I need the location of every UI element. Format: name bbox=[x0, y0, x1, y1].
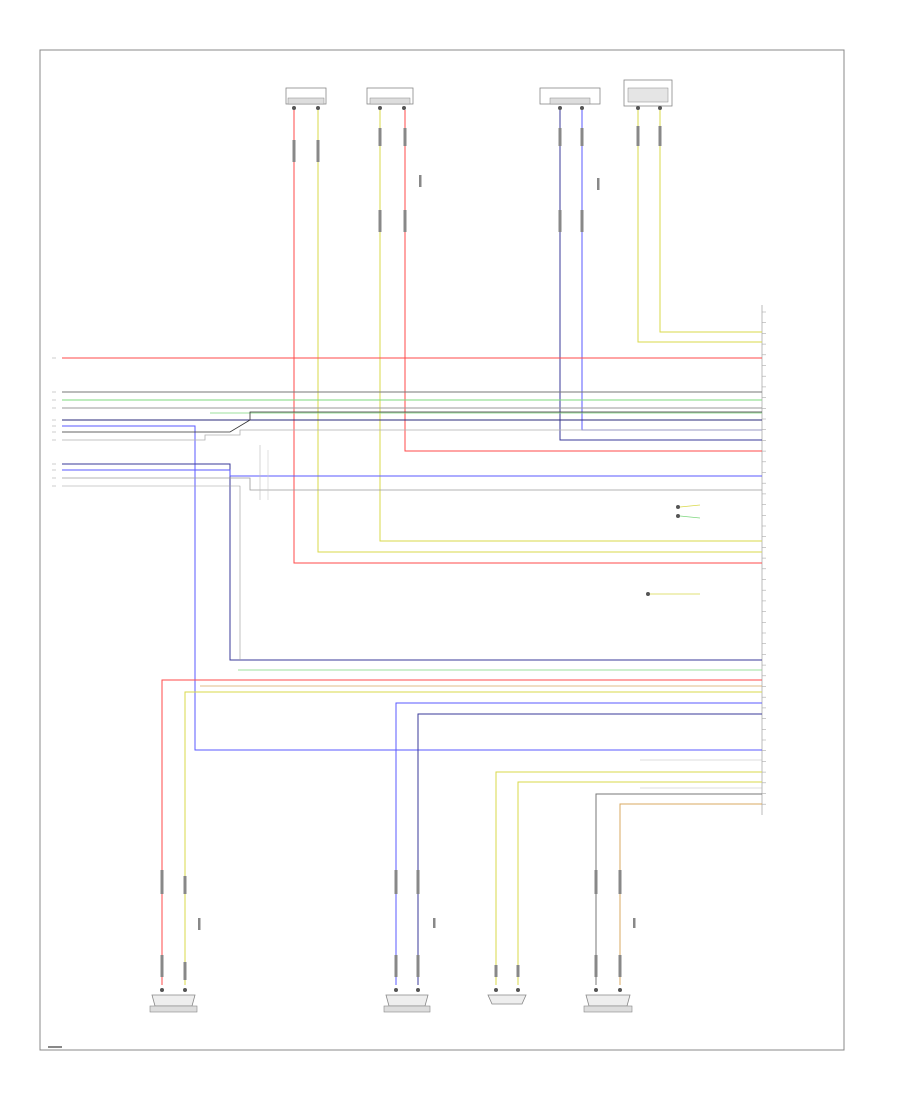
wire-spk4-yellow-a bbox=[637, 110, 762, 343]
mid-connector-2 bbox=[646, 592, 700, 596]
wire-spk3-blue-dark bbox=[559, 110, 762, 441]
wire-spk2-yellow bbox=[379, 110, 762, 542]
top-wire-tags bbox=[292, 126, 662, 232]
page-number-mark bbox=[48, 1046, 62, 1048]
mid-connector-1 bbox=[676, 504, 701, 519]
top-speaker-1 bbox=[285, 87, 327, 110]
amplifier-pin-ticks bbox=[762, 311, 766, 805]
diagram-frame bbox=[39, 49, 845, 1051]
wire-lower-blue-2 bbox=[417, 713, 762, 985]
wire-harness-blue-3 bbox=[62, 469, 762, 477]
wire-lower-blue-1 bbox=[395, 702, 762, 985]
bottom-speaker-4 bbox=[583, 988, 633, 1013]
wire-harness-gray-3 bbox=[62, 429, 762, 441]
top-speaker-3 bbox=[539, 87, 601, 110]
wire-spk1-red bbox=[293, 110, 762, 564]
wire-harness-gray-5 bbox=[62, 485, 241, 660]
wire-spk1-yellow bbox=[317, 110, 762, 553]
bottom-wire-tags bbox=[160, 870, 636, 980]
wire-lower-red bbox=[161, 679, 762, 985]
wire-harness-gray-4 bbox=[62, 477, 762, 491]
wire-lower-yellow bbox=[184, 691, 762, 985]
wire-spk4-yellow-b bbox=[659, 110, 762, 333]
top-speaker-2 bbox=[366, 87, 414, 110]
wire-lower-yellow-2 bbox=[495, 771, 762, 985]
wire-spk3-blue bbox=[581, 110, 762, 431]
wire-harness-blue-1 bbox=[62, 425, 762, 751]
wire-lower-yellow-3 bbox=[517, 781, 762, 985]
top-speaker-4 bbox=[623, 79, 673, 110]
bottom-speaker-2 bbox=[383, 988, 431, 1013]
left-harness-pin-ticks bbox=[52, 357, 56, 487]
wire-harness-blue-2 bbox=[62, 463, 762, 661]
wire-lower-orange-2 bbox=[619, 803, 762, 985]
bottom-speaker-3 bbox=[487, 988, 527, 1005]
wire-lower-gray bbox=[595, 793, 762, 985]
wire-harness-black-1 bbox=[62, 411, 762, 433]
bottom-speaker-1 bbox=[149, 988, 198, 1013]
